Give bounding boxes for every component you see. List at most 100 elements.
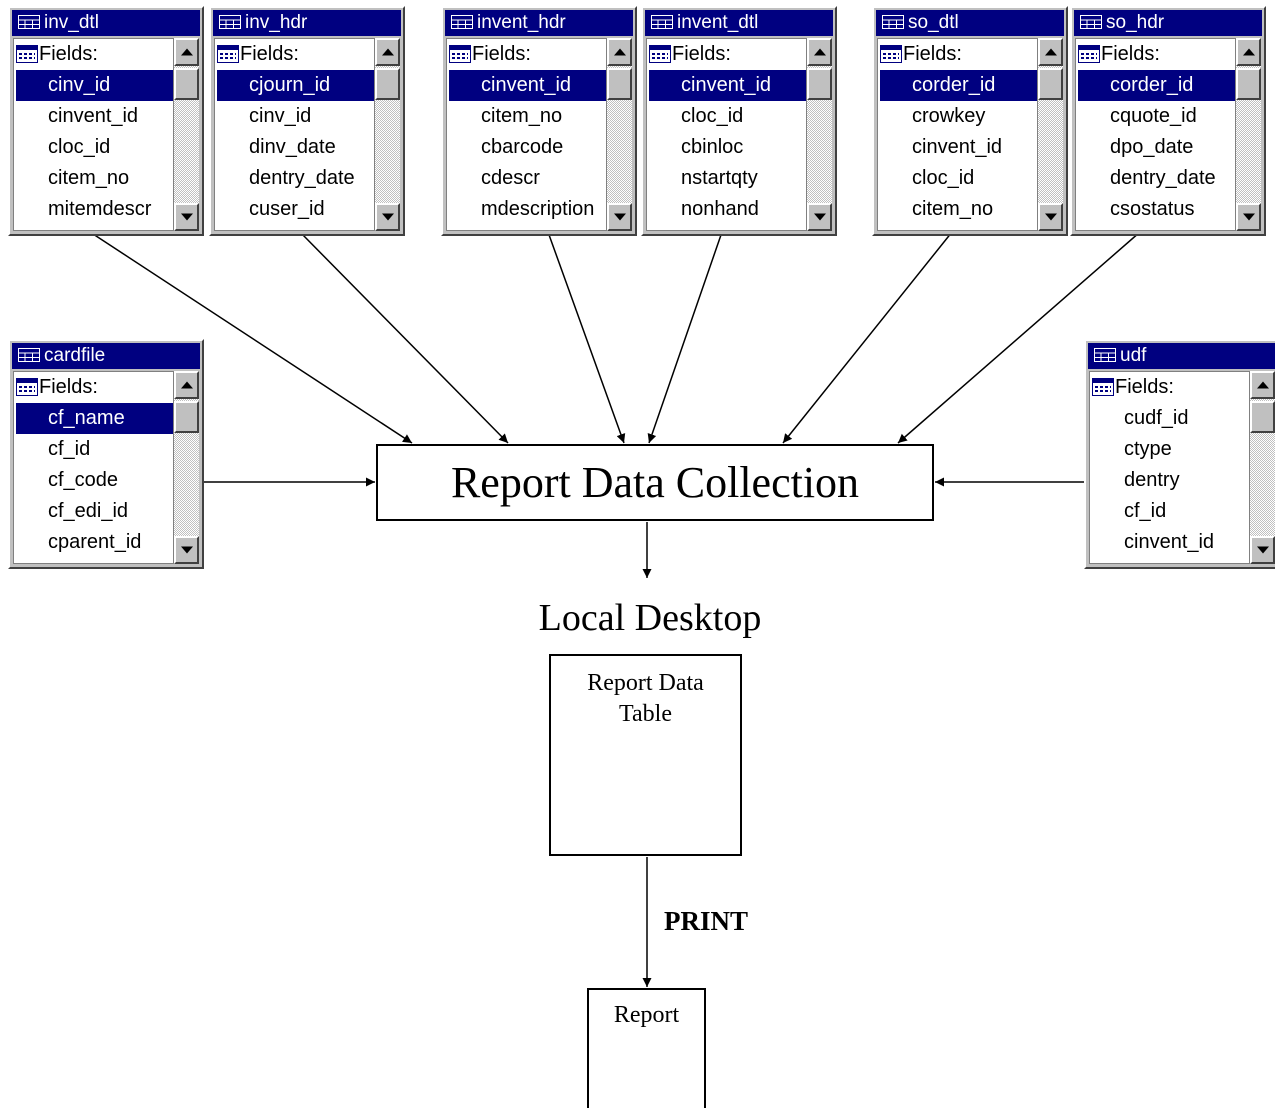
field-item-selected[interactable]: cinvent_id [449,70,606,101]
scroll-down-button[interactable] [1250,536,1275,564]
field-item[interactable]: cf_code [48,469,119,491]
field-item[interactable]: citem_no [48,167,130,189]
scroll-thumb[interactable] [807,68,832,100]
scroll-up-button[interactable] [375,38,400,66]
field-item[interactable]: dinv_date [249,136,336,158]
field-item[interactable]: cbarcode [481,136,564,158]
field-item[interactable]: dentry [1124,469,1180,491]
arrow-so-hdr-to-collection [897,231,1141,444]
field-item[interactable]: dpo_date [1110,136,1194,158]
field-item[interactable]: cbinloc [681,136,744,158]
scroll-down-button[interactable] [1038,203,1063,231]
field-item[interactable]: ctype [1124,438,1172,460]
scrollbar[interactable] [807,38,832,231]
scroll-down-button[interactable] [807,203,832,231]
scroll-up-button[interactable] [807,38,832,66]
field-item[interactable]: cinvent_id [912,136,1003,158]
scroll-down-button[interactable] [174,203,199,231]
field-item[interactable]: cf_edi_id [48,500,129,522]
field-item[interactable]: cf_id [1124,500,1167,522]
scroll-up-button[interactable] [1250,371,1275,399]
field-item[interactable]: cloc_id [912,167,975,189]
field-item[interactable]: crowkey [912,105,986,127]
field-item-selected[interactable]: cjourn_id [217,70,374,101]
field-item[interactable]: csostatus [1110,198,1195,220]
scrollbar[interactable] [607,38,632,231]
field-item[interactable]: cinvent_id [1124,531,1215,553]
arrow-inv-hdr-to-collection [299,231,509,444]
scroll-thumb[interactable] [1236,68,1261,100]
field-item[interactable]: cinv_id [249,105,312,127]
scroll-up-button[interactable] [607,38,632,66]
scroll-thumb[interactable] [375,68,400,100]
scroll-down-button[interactable] [1236,203,1261,231]
field-item[interactable]: dentry_date [1110,167,1216,189]
scroll-down-button[interactable] [607,203,632,231]
scroll-down-button[interactable] [174,536,199,564]
scrollbar[interactable] [375,38,400,231]
table-title-bar[interactable]: so_hdr [1074,10,1262,36]
field-item[interactable]: citem_no [481,105,563,127]
scroll-up-button[interactable] [1038,38,1063,66]
field-item[interactable]: nonhand [681,198,759,220]
field-item[interactable]: cdescr [481,167,540,189]
table-icon [219,11,241,29]
field-item-selected[interactable]: cf_name [16,403,173,434]
scroll-thumb[interactable] [607,68,632,100]
field-item[interactable]: citem_no [912,198,994,220]
field-item[interactable]: mdescription [481,198,595,220]
field-item[interactable]: cloc_id [681,105,744,127]
scroll-up-button[interactable] [174,371,199,399]
field-item[interactable]: cuser_id [249,198,325,220]
scroll-up-button[interactable] [174,38,199,66]
table-title-bar[interactable]: inv_hdr [213,10,401,36]
scrollbar[interactable] [174,38,199,231]
scroll-up-button[interactable] [1236,38,1261,66]
table-title-bar[interactable]: so_dtl [876,10,1064,36]
field-item[interactable]: cquote_id [1110,105,1197,127]
field-item[interactable]: mitemdescr [48,198,152,220]
scroll-thumb[interactable] [174,401,199,433]
scrollbar[interactable] [1250,371,1275,564]
field-item[interactable]: cudf_id [1124,407,1189,429]
scrollbar[interactable] [1236,38,1261,231]
scroll-down-button[interactable] [375,203,400,231]
table-title-bar[interactable]: udf [1088,343,1275,369]
field-item[interactable]: nstartqty [681,167,758,189]
field-item-selected[interactable]: corder_id [1078,70,1235,101]
field-item[interactable]: cf_id [48,438,91,460]
table-title-bar[interactable]: cardfile [12,343,200,369]
table-title-bar[interactable]: invent_hdr [445,10,633,36]
field-item-selected[interactable]: corder_id [880,70,1037,101]
scroll-thumb[interactable] [174,68,199,100]
scroll-thumb[interactable] [1038,68,1063,100]
field-item[interactable]: cloc_id [48,136,111,158]
table-title-bar[interactable]: invent_dtl [645,10,833,36]
field-item-selected[interactable]: cinvent_id [649,70,806,101]
field-item[interactable]: cparent_id [48,531,142,553]
scrollbar[interactable] [174,371,199,564]
scroll-thumb[interactable] [1250,401,1275,433]
field-item[interactable]: cinvent_id [48,105,139,127]
field-item[interactable]: dentry_date [249,167,355,189]
scrollbar[interactable] [1038,38,1063,231]
table-title-bar[interactable]: inv_dtl [12,10,200,36]
fields-icon [880,45,902,63]
field-item-selected[interactable]: cinv_id [16,70,173,101]
